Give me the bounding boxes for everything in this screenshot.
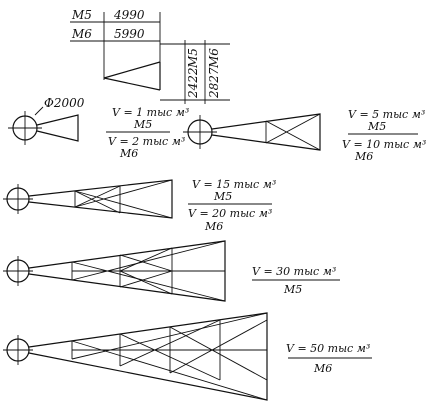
volume-v5-top: V = 50 тыс м³ — [286, 342, 370, 355]
label-v5: V = 50 тыс м³ M6 — [286, 342, 372, 375]
dim-length-m6: 5990 — [114, 27, 145, 41]
volume-v3-bottom: V = 20 тыс м³ — [188, 207, 272, 220]
volume-v2-bottom: V = 10 тыс м³ — [342, 138, 426, 151]
label-v3: V = 15 тыс м³ M5 V = 20 тыс м³ M6 — [188, 178, 276, 233]
volume-v3-top: V = 15 тыс м³ — [192, 178, 276, 191]
model-v2-top: M5 — [367, 120, 386, 133]
dim-m5-label: M5 — [71, 8, 92, 22]
model-v5-top: M6 — [313, 362, 332, 375]
volume-v2-top: V = 5 тыс м³ — [348, 108, 425, 121]
foundation-v5 — [3, 312, 268, 401]
model-v4-top: M5 — [283, 283, 302, 296]
circle-diameter-label: Φ2000 — [44, 96, 85, 110]
model-v2-bottom: M6 — [354, 150, 373, 163]
volume-v4-top: V = 30 тыс м³ — [252, 265, 336, 278]
model-v1-bottom: M6 — [119, 147, 138, 160]
label-v4: V = 30 тыс м³ M5 — [252, 265, 340, 296]
dim-m6-vert-label: M6 — [207, 48, 221, 69]
foundation-v4 — [3, 240, 226, 302]
model-v3-bottom: M6 — [204, 220, 223, 233]
model-v1-top: M5 — [133, 118, 152, 131]
foundation-v1: Φ2000 — [8, 96, 85, 145]
dim-length-m5: 4990 — [113, 8, 145, 22]
volume-v1-bottom: V = 2 тыс м³ — [108, 135, 185, 148]
dim-width-m5: 2422 — [186, 67, 200, 99]
volume-v1-top: V = 1 тыс м³ — [112, 106, 189, 119]
foundation-v2 — [183, 113, 321, 151]
model-v3-top: M5 — [213, 190, 232, 203]
foundation-v3 — [3, 179, 173, 219]
label-v1: V = 1 тыс м³ M5 V = 2 тыс м³ M6 — [106, 106, 189, 160]
label-v2: V = 5 тыс м³ M5 V = 10 тыс м³ M6 — [342, 108, 426, 163]
dim-m6-label: M6 — [71, 27, 92, 41]
dim-m5-vert-label: M5 — [186, 48, 200, 69]
dim-width-m6: 2827 — [207, 67, 221, 99]
dimension-detail: M5 4990 M6 5990 M5 M6 2422 2827 — [70, 8, 230, 104]
